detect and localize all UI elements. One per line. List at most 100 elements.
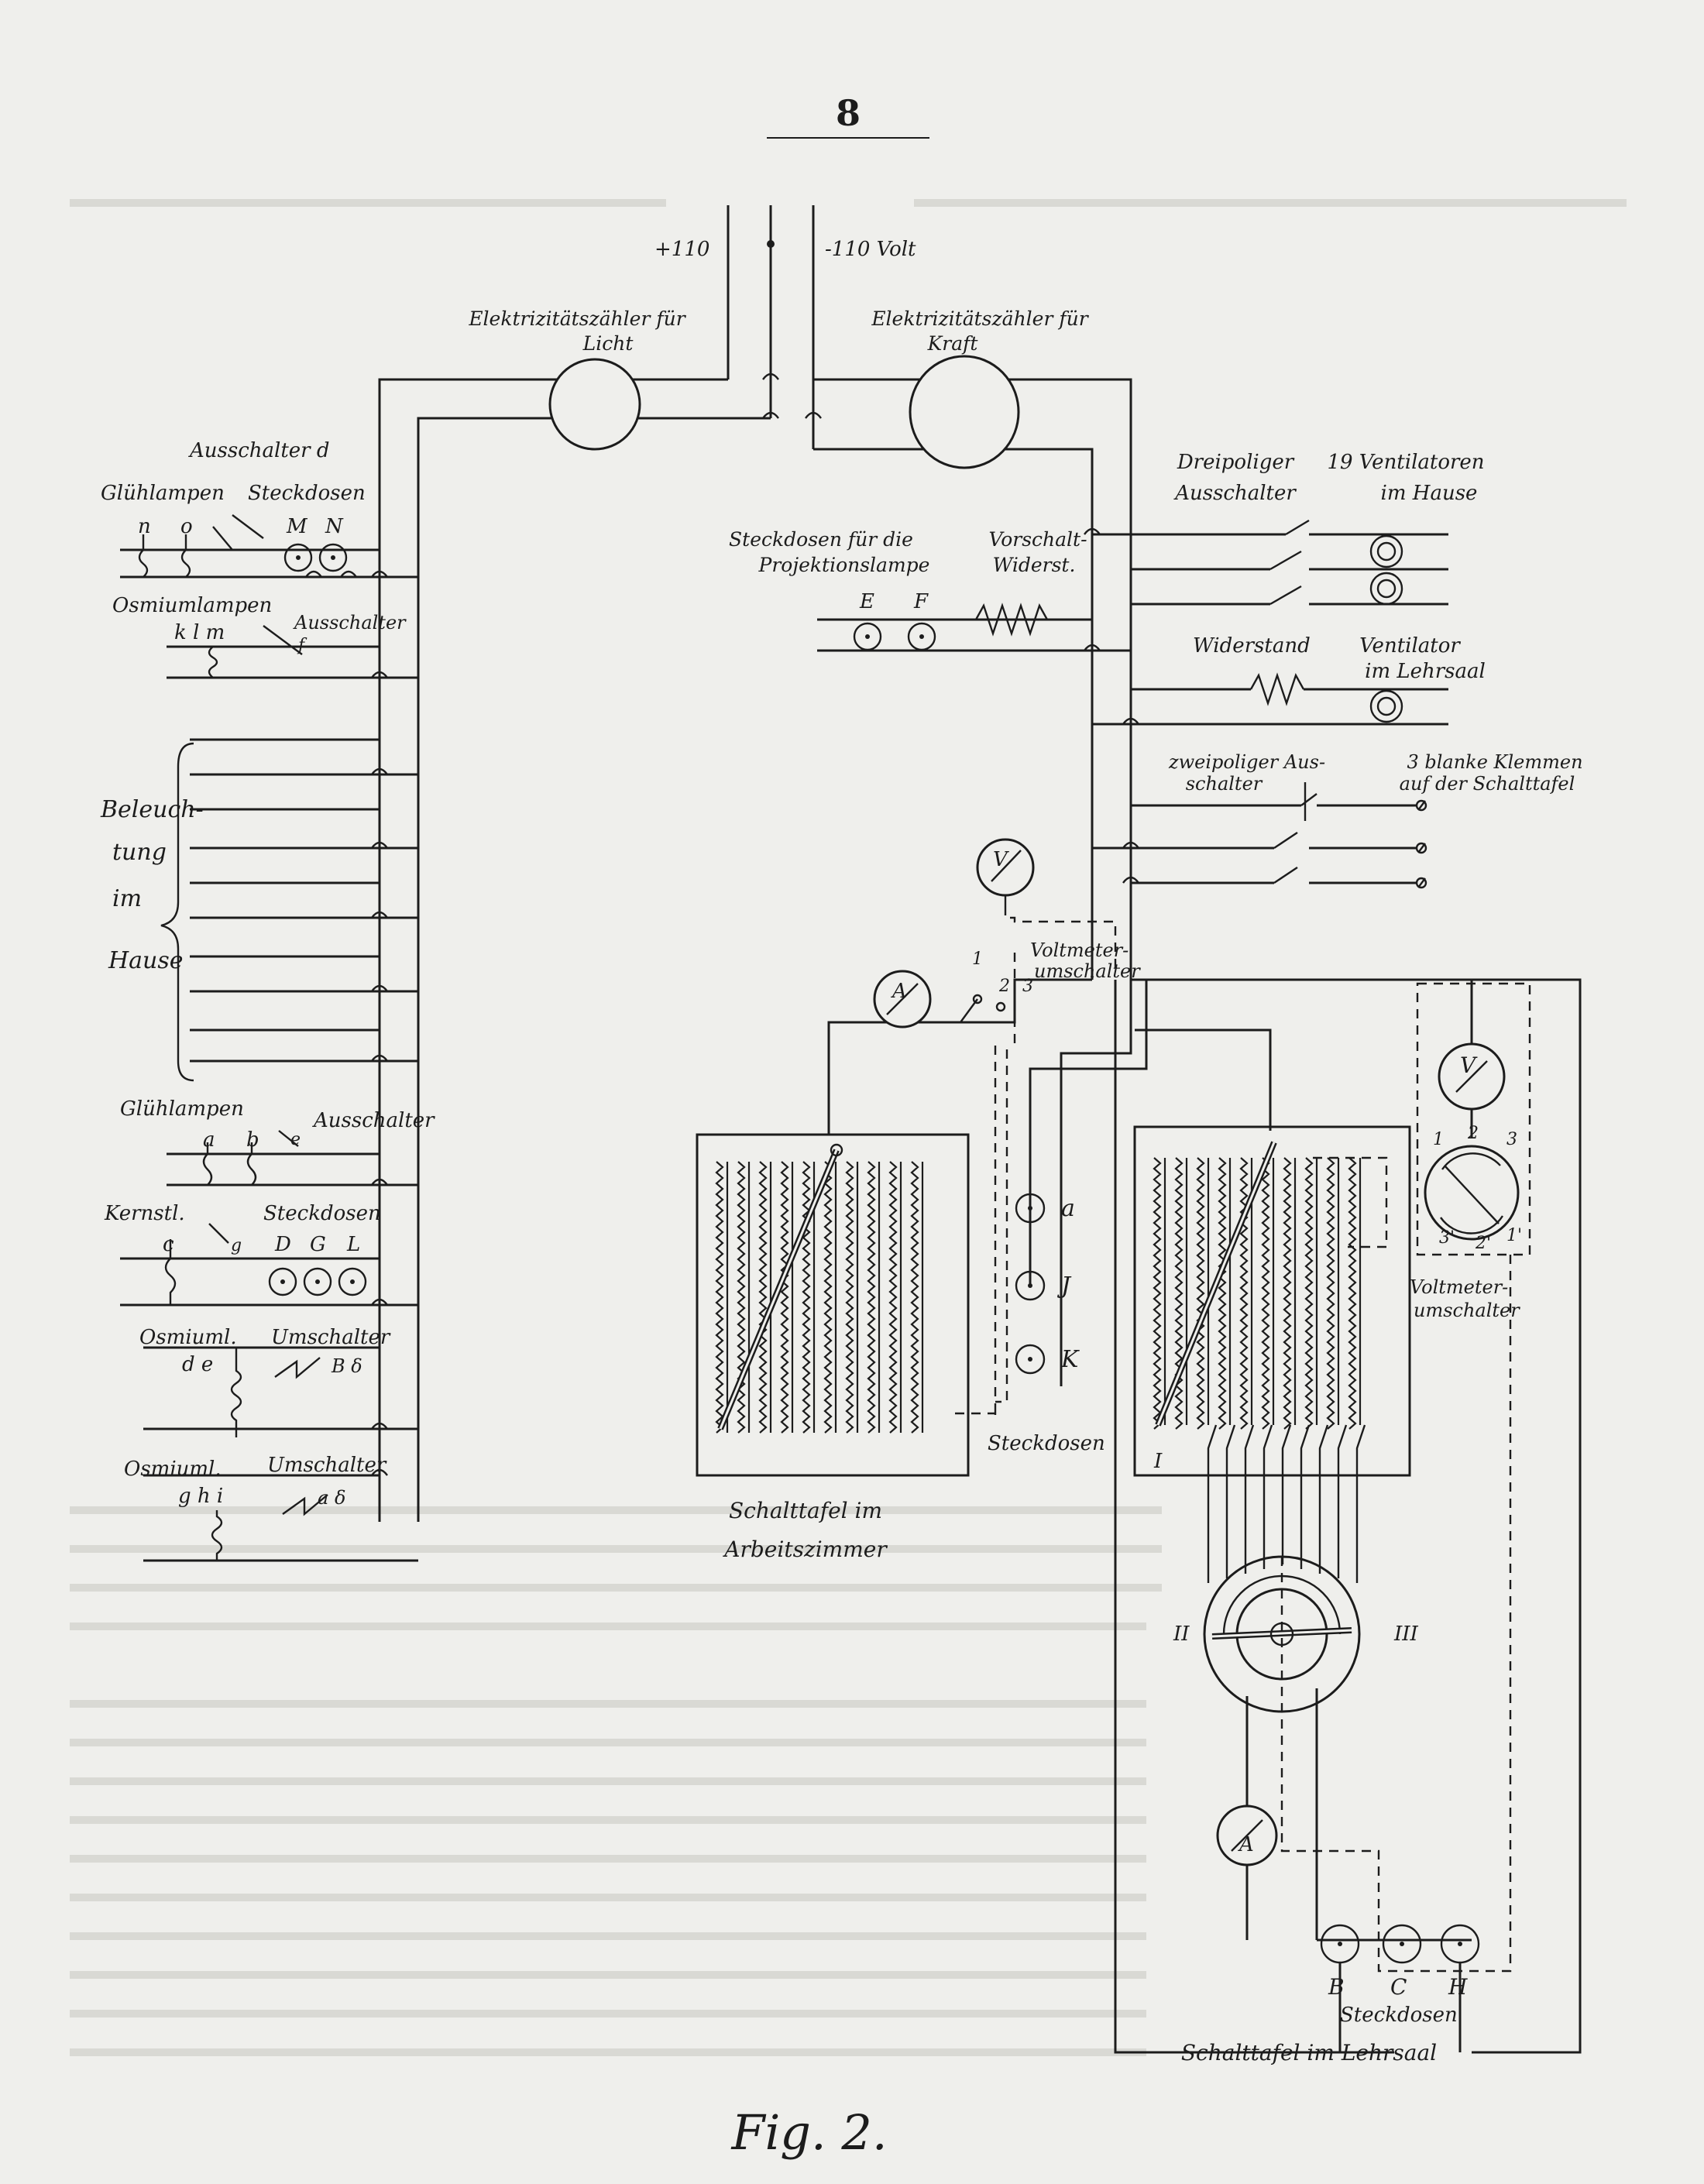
label-gluehlampen-1: Glühlampen (101, 482, 225, 505)
label-rheostat-I: I (1153, 1450, 1163, 1473)
rotary-lead (1318, 1424, 1329, 1574)
label-socket-a: a (1061, 1195, 1075, 1222)
lecture-sockets (1317, 1924, 1480, 2052)
rheostat-lehrsaal (1153, 1157, 1362, 1430)
lecture-voltmeter-switch (1424, 1145, 1520, 1241)
lecture-vsw-label: Voltmeter-umschalter (1410, 1276, 1520, 1321)
supply-plus-label: +110 (654, 238, 709, 261)
rotary-lead (1300, 1424, 1311, 1569)
label-widerstand: Widerstand (1193, 634, 1311, 658)
figure-caption: Fig. 2. (730, 2104, 887, 2161)
label-ausschalter-d: Ausschalter d (188, 439, 330, 462)
rheostat-coil (1153, 1157, 1162, 1430)
rheostat-coil (737, 1161, 746, 1434)
supply-minus-label: -110 Volt (825, 238, 916, 261)
label-vorschalt: Vorschalt-Widerst. (988, 528, 1087, 576)
rotary-lead (1207, 1424, 1218, 1583)
label-switch-III: III (1393, 1623, 1419, 1646)
lecture-voltmeter-box (1416, 982, 1531, 1256)
rheostat-coil (802, 1161, 811, 1434)
label-steckdosen-2: Steckdosen (263, 1202, 381, 1225)
switchboard-lehrsaal (1133, 1125, 1411, 1477)
lecture-ammeter-label: A (1238, 1833, 1254, 1856)
socket-a (1015, 1193, 1046, 1224)
rheostat-coil (867, 1161, 876, 1434)
center-ammeter-label: A (891, 980, 907, 1003)
label-socket-D: D (274, 1233, 291, 1256)
rheostat-coil (758, 1161, 768, 1434)
label-socket-G: G (310, 1233, 326, 1256)
label-lamp-n: n (138, 515, 151, 538)
label-osmiuml-1-letters: d e (182, 1353, 213, 1376)
label-socket-K: K (1060, 1346, 1080, 1373)
label-gluehlampen-2: Glühlampen (120, 1097, 244, 1121)
rotary-lead (1225, 1424, 1236, 1578)
lecture-voltmeter-label: V (1460, 1053, 1478, 1078)
page-number: 8 (836, 92, 861, 134)
label-osmium-klm: k l m (174, 621, 225, 644)
rheostat-coil (1283, 1157, 1292, 1430)
label-socket-H: H (1448, 1974, 1468, 2000)
label-osmiuml-2-letters: g h i (178, 1485, 223, 1508)
meter-light-circle (548, 358, 641, 451)
label-steckdosen-center: Steckdosen (988, 1432, 1105, 1455)
rheostat-coil (910, 1161, 919, 1434)
rheostat-coil (1348, 1157, 1357, 1430)
left-branches (120, 514, 418, 1562)
rheostat-coil (1239, 1157, 1249, 1430)
rotary-lead (1244, 1424, 1255, 1574)
label-socket-E: E (859, 590, 874, 613)
label-socket-M: M (286, 515, 308, 538)
label-socket-J: J (1056, 1272, 1072, 1300)
rheostat-coil (888, 1161, 898, 1434)
label-lamp-o: o (180, 515, 193, 538)
vsw-number: 1 (1433, 1130, 1444, 1149)
rheostat-coil (715, 1161, 724, 1434)
center-switch-pos-1: 1 (972, 949, 983, 969)
background-text-texture (70, 199, 1627, 2056)
switchboard-arbeitszimmer (696, 1133, 970, 1477)
label-socket-L: L (346, 1233, 360, 1256)
rotary-lead (1355, 1424, 1366, 1583)
label-osmiuml-2: Osmiuml. (124, 1458, 222, 1481)
center-voltmeter-label: V (993, 848, 1009, 871)
label-umschalter-2: Umschalter (267, 1454, 387, 1477)
label-lamp-a: a (203, 1128, 215, 1152)
label-umschalter-1-letters: B δ (331, 1355, 362, 1377)
rheostat-arbeitszimmer (715, 1161, 924, 1434)
label-ausschalter-e: Ausschalter (312, 1109, 435, 1132)
vsw-number: 3 (1506, 1130, 1517, 1149)
label-socket-F: F (913, 590, 929, 613)
label-socket-B: B (1328, 1974, 1345, 2000)
label-schalttafel-lehrsaal: Schalttafel im Lehrsaal (1181, 2040, 1437, 2066)
vsw-number: 1' (1506, 1226, 1522, 1245)
label-switch-e: e (290, 1130, 301, 1149)
label-socket-N: N (325, 515, 344, 538)
rheostat-coil (1326, 1157, 1335, 1430)
label-zweipolig: zweipoliger Aus-schalter (1168, 751, 1325, 795)
center-vsw-label: Voltmeter-umschalter (1030, 939, 1141, 982)
vsw-number: 3' (1439, 1228, 1455, 1248)
vsw-number: 2' (1475, 1234, 1491, 1253)
rheostat-coil (845, 1161, 854, 1434)
rotary-lead (1263, 1424, 1273, 1569)
label-switch-g: g (231, 1236, 242, 1255)
label-socket-C: C (1390, 1974, 1407, 2000)
label-osmiumlampen: Osmiumlampen (112, 594, 272, 617)
label-steckdosen-lehrsaal: Steckdosen (1340, 2004, 1458, 2027)
label-steckdosen-1: Steckdosen (248, 482, 366, 505)
center-voltmeter-needle (991, 850, 1022, 882)
label-osmiuml-1: Osmiuml. (139, 1326, 237, 1349)
rheostat-coil (1196, 1157, 1205, 1430)
vsw-number: 2 (1467, 1124, 1479, 1143)
